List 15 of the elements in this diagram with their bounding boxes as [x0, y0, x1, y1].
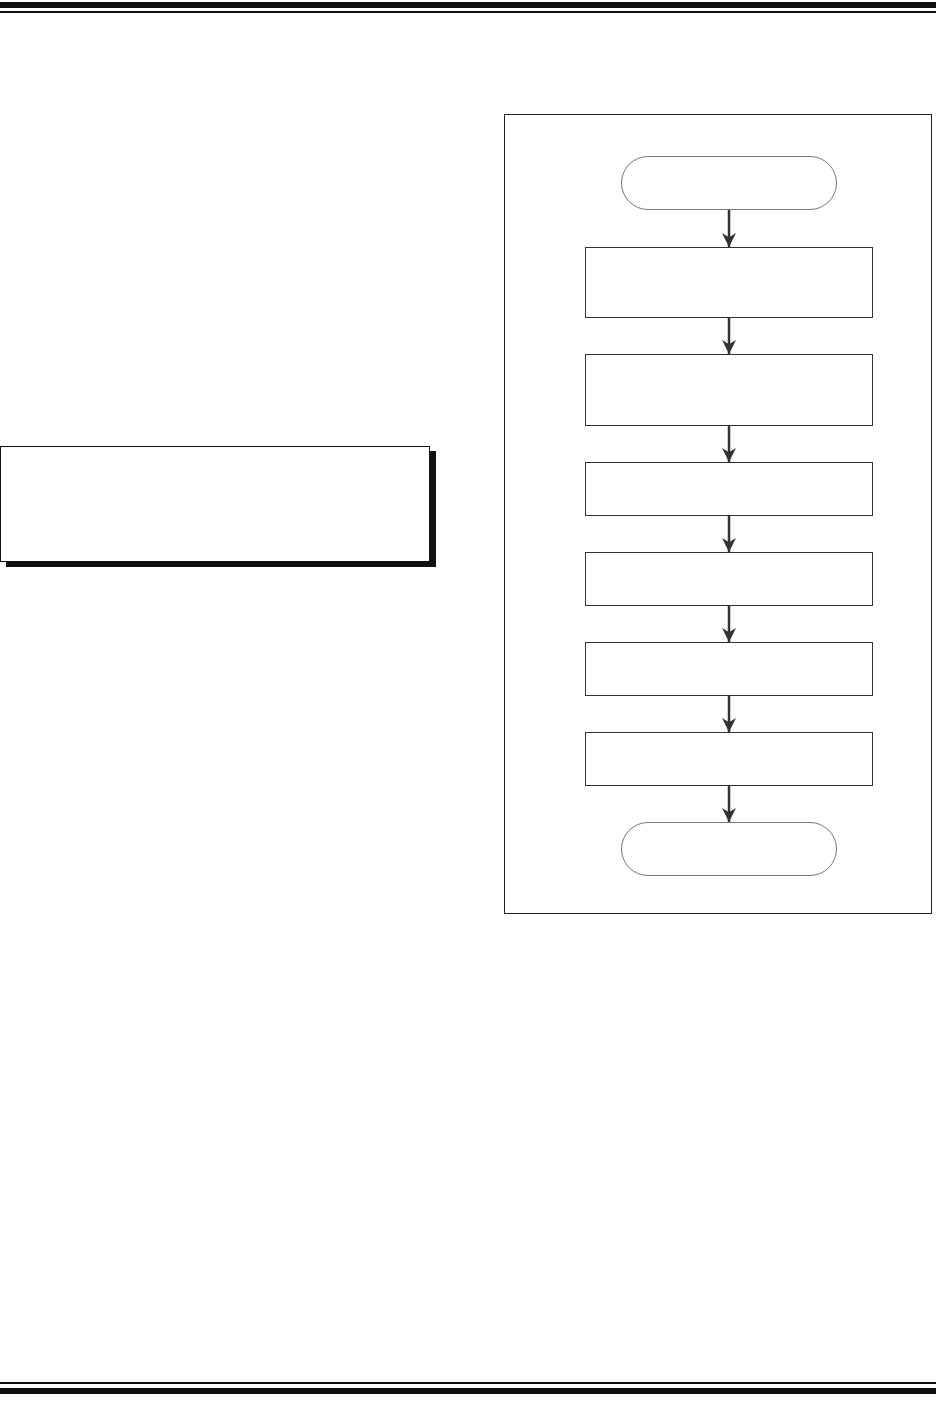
arrow: [722, 426, 736, 462]
arrow: [722, 210, 736, 247]
arrow: [722, 786, 736, 822]
process-box: [585, 552, 873, 606]
process-box: [585, 732, 873, 786]
arrow: [722, 318, 736, 354]
terminator-capsule: [621, 822, 837, 876]
arrow: [722, 606, 736, 642]
process-box: [585, 354, 873, 426]
process-box: [585, 642, 873, 696]
arrow: [722, 516, 736, 552]
process-box: [585, 462, 873, 516]
process-box: [585, 247, 873, 318]
arrow: [722, 696, 736, 732]
terminator-capsule: [621, 156, 837, 210]
